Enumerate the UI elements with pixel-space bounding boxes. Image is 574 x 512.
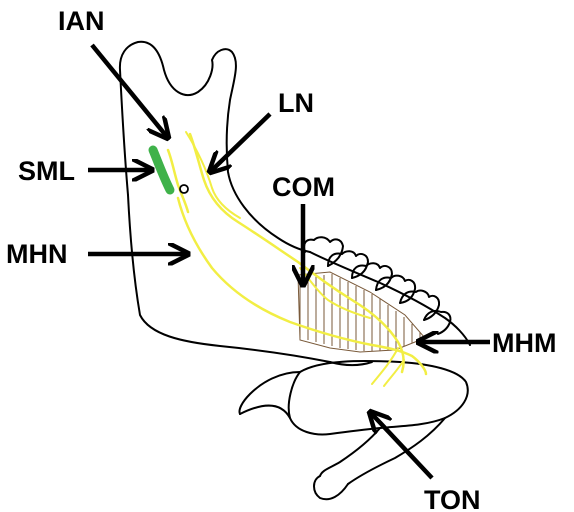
arrow-ian	[92, 45, 168, 138]
labels: IAN LN SML MHN COM MHM TON	[6, 6, 556, 512]
lingual-nerve-branch-left	[186, 132, 240, 218]
nerves	[168, 132, 426, 386]
tongue	[239, 361, 467, 499]
sphenomandibular-ligament	[153, 150, 170, 190]
arrow-ln	[210, 114, 270, 172]
label-ton: TON	[424, 485, 481, 512]
label-mhn: MHN	[6, 239, 68, 269]
mandibular-foramen	[180, 185, 188, 193]
label-sml: SML	[18, 156, 75, 186]
label-mhm: MHM	[492, 328, 556, 358]
label-ln: LN	[278, 88, 314, 118]
arrow-ton	[370, 412, 432, 478]
mylohyoid-muscle	[298, 272, 425, 352]
lingual-nerve-terminal	[372, 348, 398, 384]
label-ian: IAN	[58, 6, 105, 36]
label-com: COM	[272, 172, 335, 202]
